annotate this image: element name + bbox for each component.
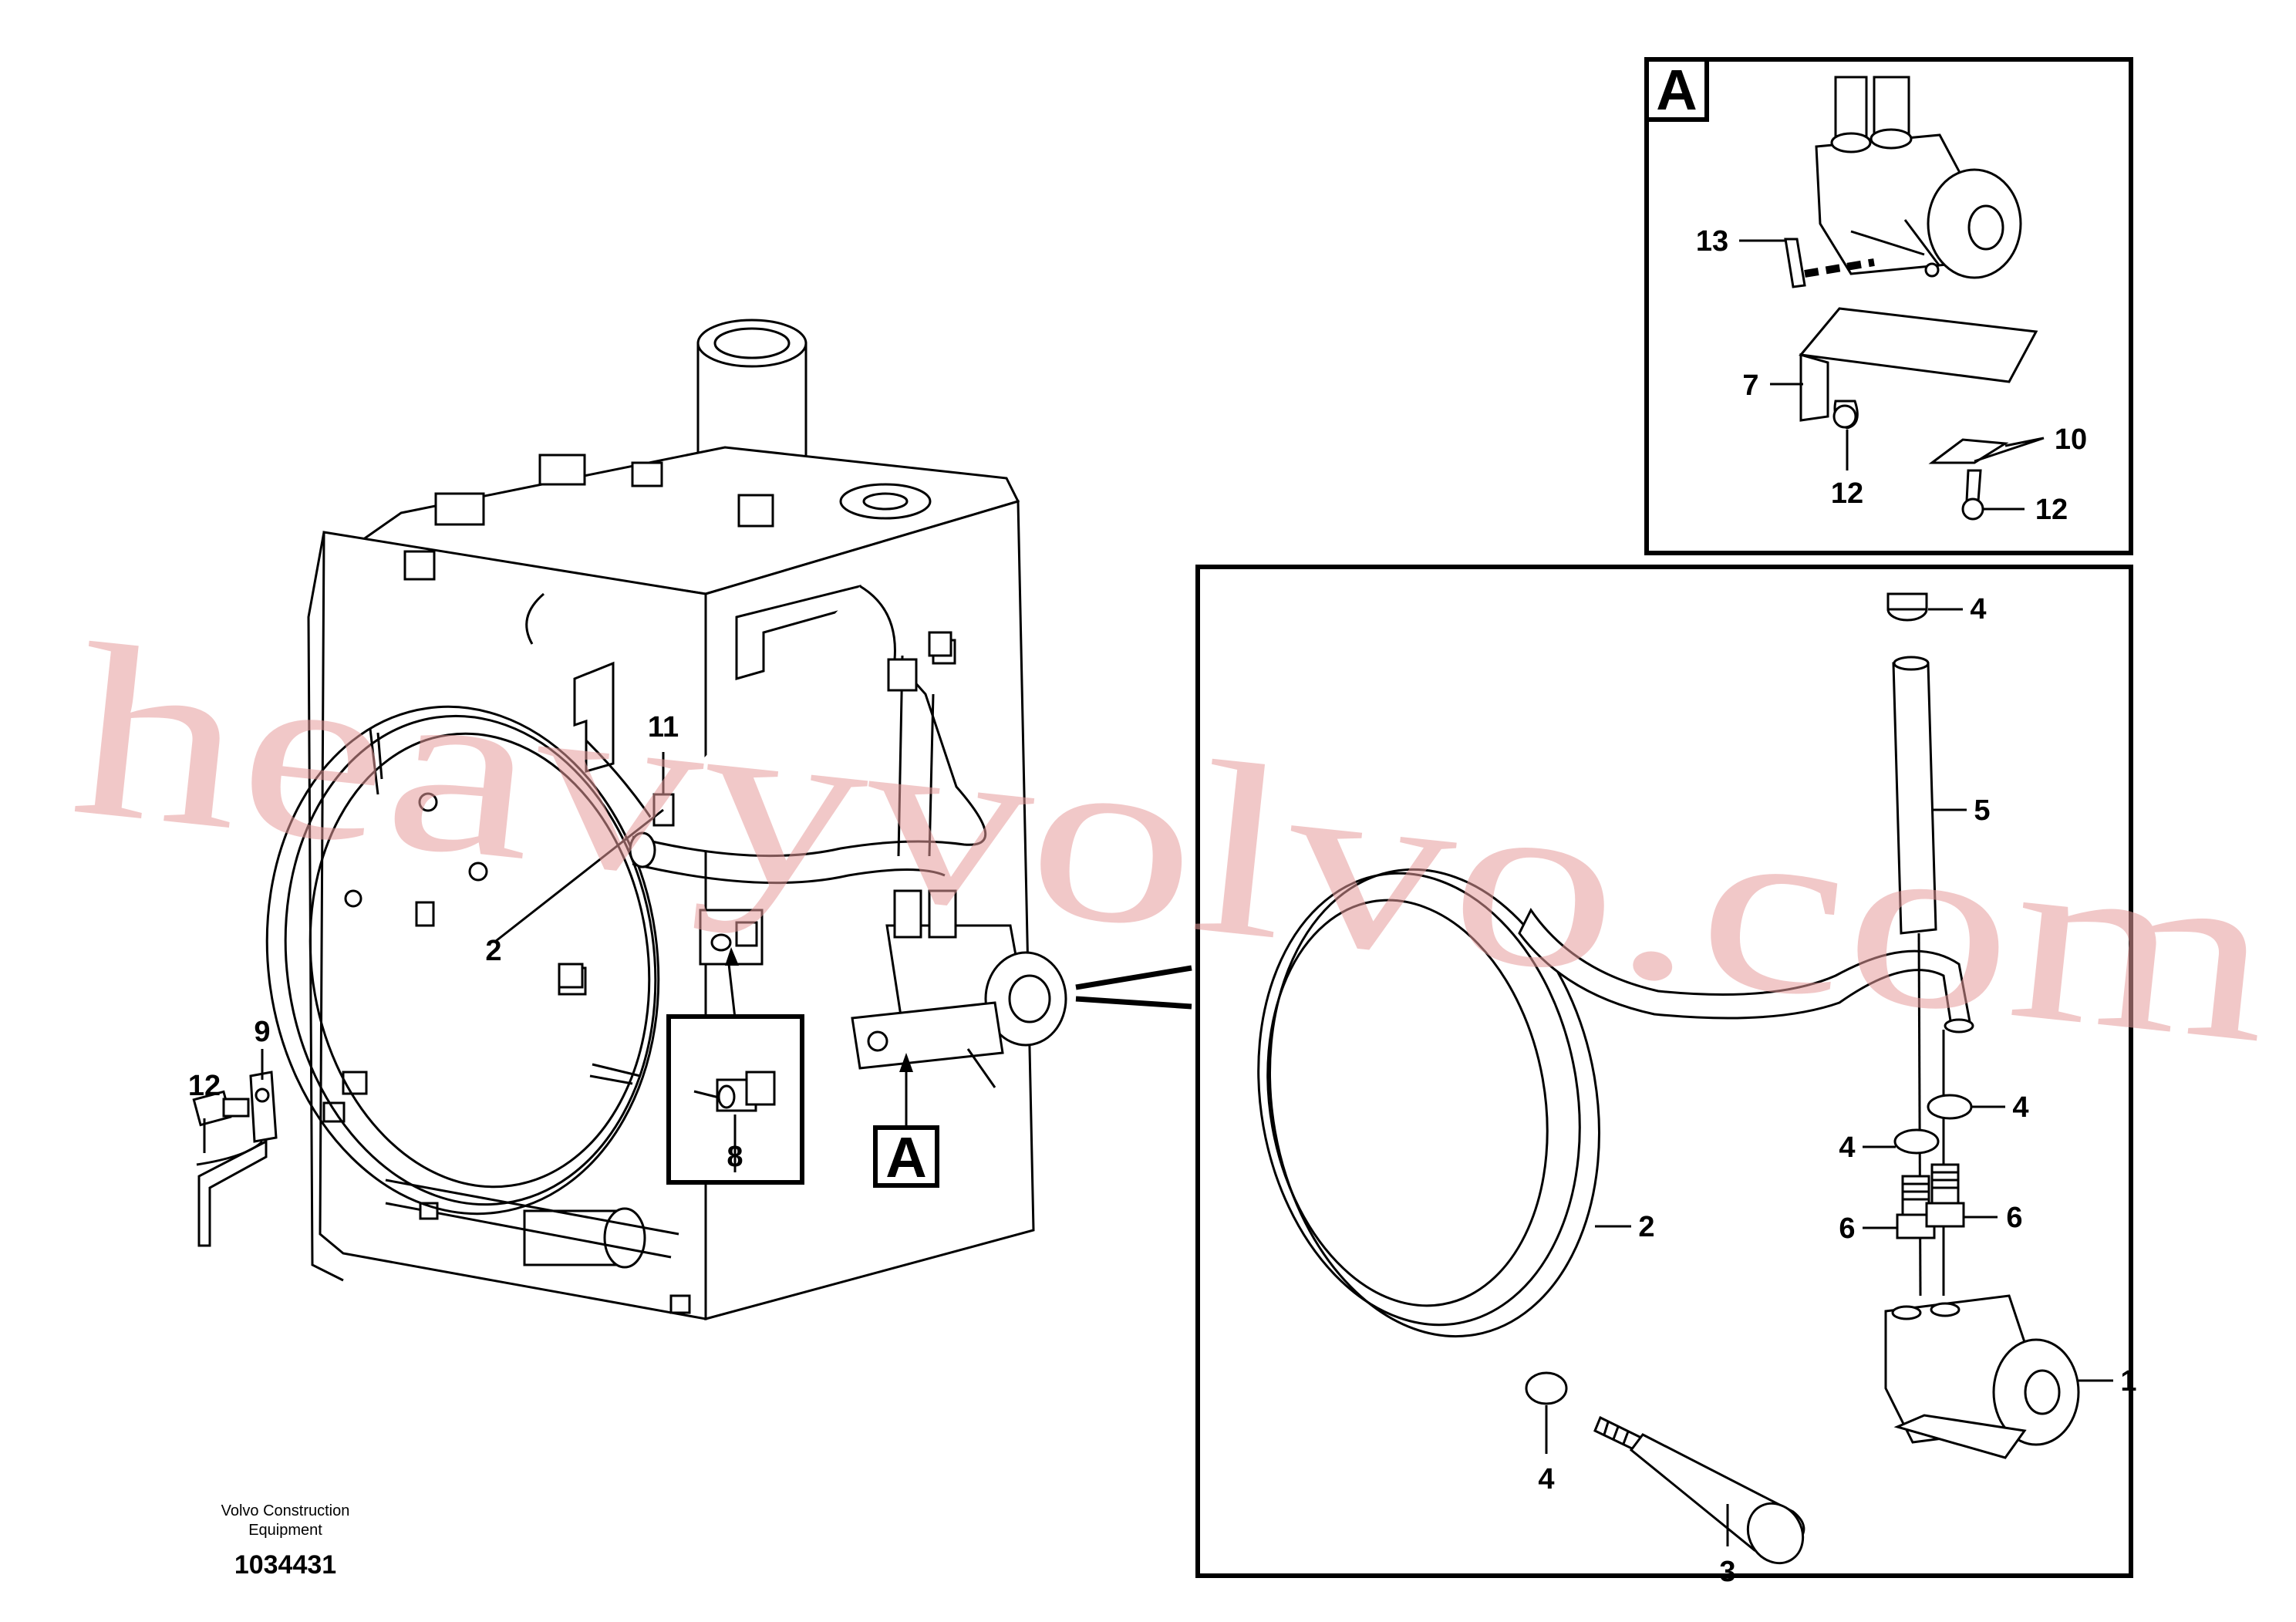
detail-a-marker-letter: A xyxy=(885,1125,926,1189)
document-number: 1034431 xyxy=(234,1550,336,1580)
callout-7: 7 xyxy=(1742,369,1758,402)
tank-heating-coil xyxy=(265,705,665,1216)
callout-1: 1 xyxy=(2120,1365,2136,1398)
callout-9: 9 xyxy=(254,1016,270,1048)
coolant-hose-main xyxy=(629,585,986,885)
callout-6-left: 6 xyxy=(1839,1212,1855,1245)
callout-12-inset-left: 12 xyxy=(1831,477,1863,510)
callout-13: 13 xyxy=(1696,225,1728,258)
callout-4-lower: 4 xyxy=(1538,1463,1554,1496)
callout-labels: 11 2 9 12 8 13 7 10 12 12 4 5 4 4 6 6 2 … xyxy=(188,225,2137,1588)
drawing-credit: Volvo Construction Equipment 1034431 xyxy=(221,1502,350,1580)
callout-2-detail: 2 xyxy=(1638,1211,1654,1243)
inset-a-letter: A xyxy=(1656,58,1697,122)
callout-11: 11 xyxy=(648,711,679,744)
callout-8: 8 xyxy=(727,1141,743,1173)
callout-12-left: 12 xyxy=(188,1070,221,1102)
callout-10: 10 xyxy=(2055,423,2087,456)
callout-4-left: 4 xyxy=(1839,1131,1855,1164)
detail-a-marker: A xyxy=(873,1053,939,1189)
pipe-bracket-left xyxy=(192,1071,278,1247)
detail-box-sensor xyxy=(666,947,804,1185)
callout-4-top: 4 xyxy=(1970,593,1986,626)
solenoid-valve-small xyxy=(851,889,1067,1088)
callout-3: 3 xyxy=(1719,1556,1735,1588)
detail-a-inset: A xyxy=(1644,57,2133,555)
detail-coil-exploded xyxy=(1195,565,2133,1578)
callout-12-inset-right: 12 xyxy=(2035,494,2068,526)
connector-to-detail xyxy=(1075,965,1192,1010)
callout-6-right: 6 xyxy=(2006,1202,2022,1234)
leader-lines xyxy=(203,239,2113,1546)
credit-line-2: Equipment xyxy=(248,1522,322,1539)
callout-5: 5 xyxy=(1974,794,1990,827)
callout-4-right: 4 xyxy=(2012,1091,2028,1124)
callout-2-tank: 2 xyxy=(485,935,501,967)
credit-line-1: Volvo Construction xyxy=(221,1502,350,1519)
